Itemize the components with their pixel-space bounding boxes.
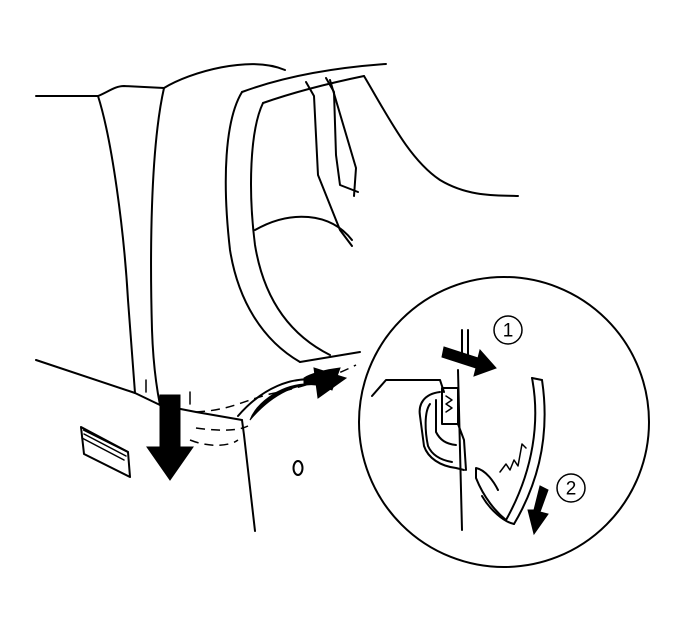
mounting-hole: [292, 460, 304, 476]
curved-arrow-icon: [237, 367, 348, 421]
detail-magnifier: 1 2: [358, 276, 650, 568]
callout-step-2: 2: [556, 473, 586, 503]
trim-clip-piece: [80, 426, 131, 478]
callout-step-1: 1: [493, 315, 523, 345]
callout-step-2-label: 2: [566, 479, 577, 500]
arrow-right-icon: [441, 346, 497, 377]
callout-step-1-label: 1: [503, 321, 514, 342]
arrow-down-icon: [146, 394, 194, 481]
arrow-down-right-icon: [527, 485, 549, 536]
